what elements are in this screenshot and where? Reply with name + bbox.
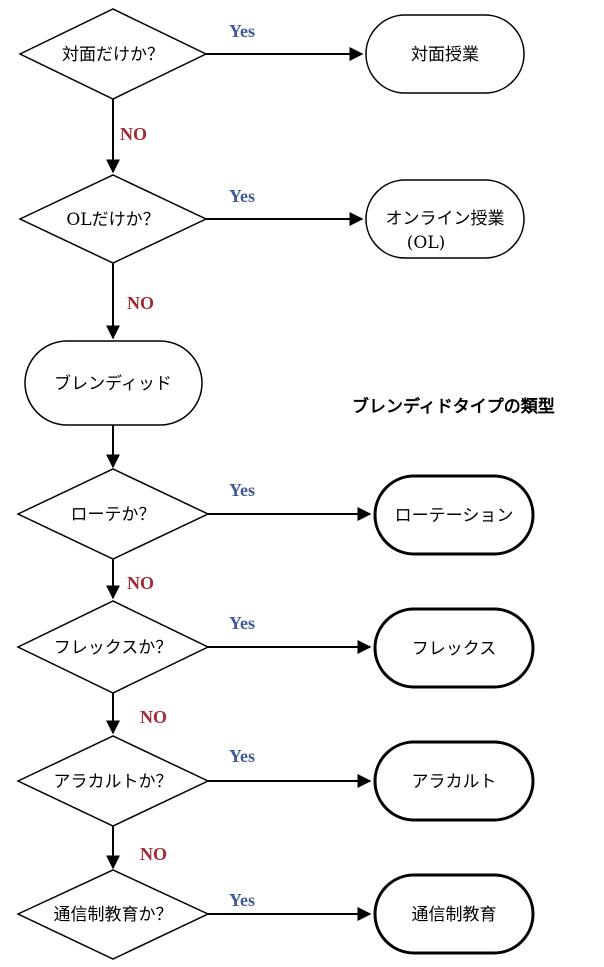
decision-label-a-la-carte: アラカルトか？ <box>54 772 173 792</box>
outcome-flex <box>373 607 535 689</box>
outcome-face-to-face-class <box>365 14 525 94</box>
decision-label-face-to-face: 対面だけか？ <box>62 45 164 65</box>
outcome-label-online-class-line1: オンライン授業 <box>386 209 505 229</box>
blended-types-heading: ブレンディドタイプの類型 <box>352 396 555 417</box>
outcome-label-face-to-face-class: 対面授業 <box>411 45 479 65</box>
decision-label-flex: フレックスか？ <box>54 638 173 658</box>
outcome-correspondence <box>373 873 535 955</box>
outcome-label-a-la-carte: アラカルト <box>412 772 497 792</box>
no-label-3: NO <box>127 573 154 593</box>
outcome-label-online-class-line2: (OL) <box>407 233 446 253</box>
yes-label-6: Yes <box>229 890 255 910</box>
decision-label-rotation: ローテか？ <box>71 505 156 525</box>
yes-label-3: Yes <box>229 480 255 500</box>
blended-label: ブレンディッド <box>54 373 172 394</box>
no-label-2: NO <box>127 293 154 313</box>
no-label-4: NO <box>140 707 167 727</box>
yes-label-4: Yes <box>229 613 255 633</box>
outcome-rotation <box>373 474 535 556</box>
no-label-1: NO <box>120 124 147 144</box>
outcome-label-flex: フレックス <box>412 639 497 659</box>
yes-label-1: Yes <box>229 21 255 41</box>
outcome-a-la-carte <box>373 740 535 822</box>
outcome-label-rotation: ローテーション <box>395 506 514 526</box>
yes-label-5: Yes <box>229 746 255 766</box>
outcome-online-class <box>365 179 525 259</box>
yes-label-2: Yes <box>229 186 255 206</box>
outcome-label-correspondence: 通信制教育 <box>412 905 497 925</box>
decision-label-online: OLだけか？ <box>66 210 159 230</box>
decision-label-correspondence: 通信制教育か？ <box>54 905 173 925</box>
no-label-5: NO <box>140 844 167 864</box>
